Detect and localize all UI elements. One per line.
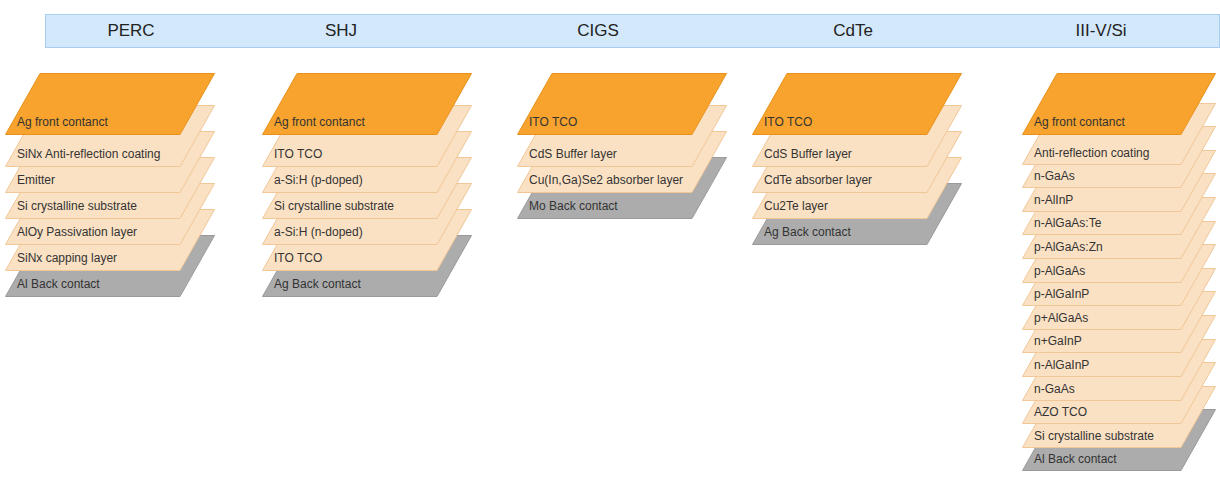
layer-label: Ag front contanct	[274, 115, 365, 129]
layer-label: CdS Buffer layer	[529, 147, 617, 161]
header-band: PERC SHJ CIGS CdTe III-V/Si	[45, 14, 1220, 48]
layer-label: Ag Back contact	[274, 277, 361, 291]
sheet-outline	[263, 210, 472, 271]
layer-label: p-AlGaInP	[1034, 287, 1089, 301]
layer-label: ITO TCO	[764, 115, 812, 129]
sheet-outline	[1023, 127, 1216, 188]
sheet-outline	[6, 132, 215, 193]
sheet-outline	[1023, 174, 1216, 235]
sheet-outline	[1023, 386, 1216, 447]
column-title: CdTe	[833, 21, 873, 41]
sheet-outline	[6, 210, 215, 271]
layer-label: AlOy Passivation layer	[17, 225, 137, 239]
layer-label: ITO TCO	[529, 115, 577, 129]
sheet-outline	[753, 132, 962, 193]
sheet-outline	[263, 74, 472, 135]
sheet-outline	[518, 74, 727, 135]
layer-label: Mo Back contact	[529, 199, 618, 213]
layer-label: p+AlGaAs	[1034, 311, 1088, 325]
sheet-outline	[1023, 74, 1216, 135]
layer-label: CdTe absorber layer	[764, 173, 872, 187]
sheet-outline	[6, 236, 215, 297]
sheet-outline	[753, 74, 962, 135]
sheet-outline	[6, 184, 215, 245]
column-title: III-V/Si	[1075, 21, 1126, 41]
sheet-outline	[1023, 245, 1216, 306]
column-title: CIGS	[577, 21, 619, 41]
layer-label: n-AlInP	[1034, 193, 1073, 207]
sheet-outline	[1023, 221, 1216, 282]
layer-label: n-GaAs	[1034, 382, 1075, 396]
layer-sheet: Ag front contanct	[5, 73, 215, 135]
layer-label: Cu(In,Ga)Se2 absorber layer	[529, 173, 683, 187]
layer-label: Si crystalline substrate	[274, 199, 394, 213]
layer-label: Ag Back contact	[764, 225, 851, 239]
layer-label: n-AlGaAs:Te	[1034, 216, 1101, 230]
layer-label: Ag front contanct	[17, 115, 108, 129]
sheet-outline	[753, 106, 962, 167]
sheet-outline	[1023, 198, 1216, 259]
layer-label: Si crystalline substrate	[1034, 429, 1154, 443]
sheet-outline	[1023, 410, 1216, 471]
layer-label: Si crystalline substrate	[17, 199, 137, 213]
layer-label: p-AlGaAs	[1034, 264, 1085, 278]
sheet-outline	[263, 158, 472, 219]
layer-sheet: Ag front contanct	[262, 73, 472, 135]
sheet-outline	[6, 74, 215, 135]
layer-label: AZO TCO	[1034, 405, 1087, 419]
layer-label: p-AlGaAs:Zn	[1034, 240, 1103, 254]
layer-label: Emitter	[17, 173, 55, 187]
sheet-outline	[753, 158, 962, 219]
layer-label: a-Si:H (n-doped)	[274, 225, 363, 239]
layer-label: SiNx Anti-reflection coating	[17, 147, 160, 161]
layer-label: ITO TCO	[274, 251, 322, 265]
layer-label: Anti-reflection coating	[1034, 146, 1149, 160]
column-title: PERC	[107, 21, 154, 41]
layer-label: Al Back contact	[1034, 452, 1117, 466]
sheet-outline	[1023, 363, 1216, 424]
sheet-outline	[263, 106, 472, 167]
sheet-outline	[6, 158, 215, 219]
layer-label: Ag front contanct	[1034, 115, 1125, 129]
sheet-outline	[1023, 103, 1216, 164]
sheet-outline	[1023, 292, 1216, 353]
sheet-outline	[263, 132, 472, 193]
layer-label: Cu2Te layer	[764, 199, 828, 213]
sheet-outline	[1023, 339, 1216, 400]
sheet-outline	[263, 236, 472, 297]
layer-label: Al Back contact	[17, 277, 100, 291]
sheet-outline	[753, 184, 962, 245]
layer-sheet: Ag front contanct	[1022, 73, 1216, 135]
sheet-outline	[263, 184, 472, 245]
layer-sheet: ITO TCO	[752, 73, 962, 135]
layer-label: ITO TCO	[274, 147, 322, 161]
sheet-outline	[1023, 316, 1216, 377]
layer-label: a-Si:H (p-doped)	[274, 173, 363, 187]
layer-sheet: ITO TCO	[517, 73, 727, 135]
layer-label: n-AlGaInP	[1034, 358, 1089, 372]
sheet-outline	[1023, 150, 1216, 211]
sheet-outline	[6, 106, 215, 167]
column-title: SHJ	[325, 21, 357, 41]
layer-label: n-GaAs	[1034, 169, 1075, 183]
layer-label: CdS Buffer layer	[764, 147, 852, 161]
layer-label: SiNx capping layer	[17, 251, 117, 265]
sheet-outline	[518, 106, 727, 167]
sheet-outline	[518, 158, 727, 219]
sheet-outline	[1023, 268, 1216, 329]
layer-label: n+GaInP	[1034, 334, 1082, 348]
sheet-outline	[518, 132, 727, 193]
